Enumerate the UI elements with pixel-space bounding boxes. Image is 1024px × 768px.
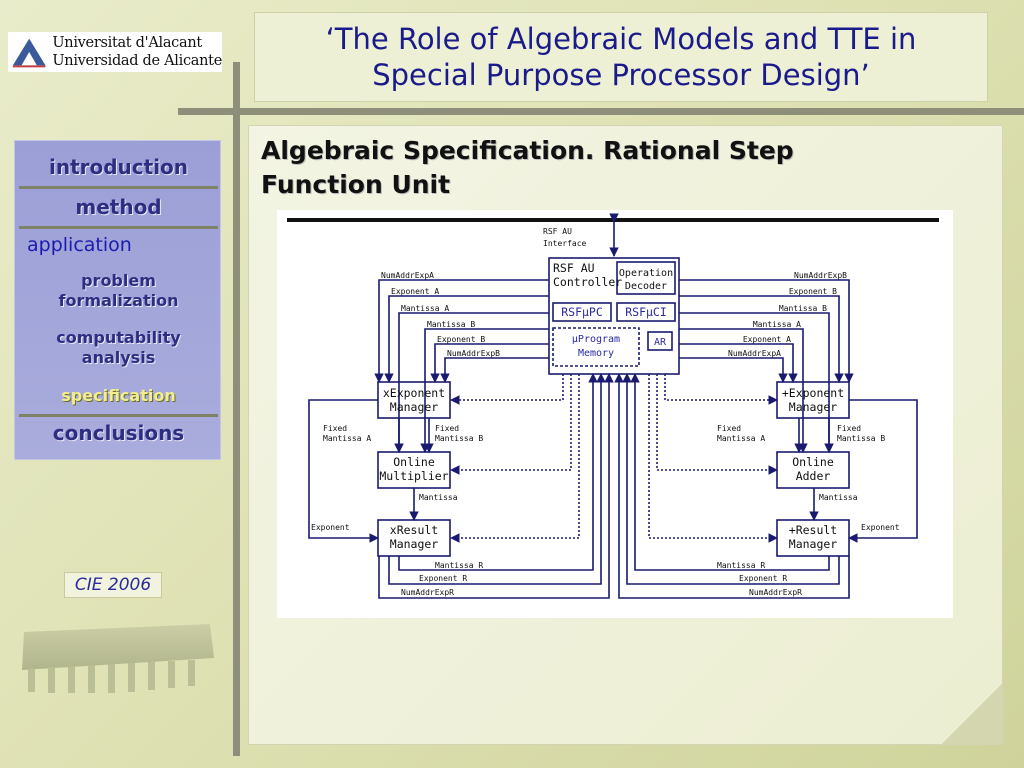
university-name-ca: Universitat d'Alacant bbox=[52, 35, 202, 51]
diagram-pres-label-2: Manager bbox=[789, 537, 838, 551]
diagram-controller-label-2: Controller bbox=[553, 275, 622, 289]
university-logo-icon bbox=[10, 34, 49, 70]
conference-badge: CIE 2006 bbox=[64, 572, 162, 598]
diagram-signal-right: Mantissa B bbox=[779, 304, 827, 313]
diagram-signal-left: Mantissa B bbox=[435, 434, 483, 443]
diagram-signal-left: Exponent A bbox=[391, 287, 439, 296]
diagram-signal-left: NumAddrExpR bbox=[401, 588, 454, 597]
diagram-uprog-label-1: μProgram bbox=[572, 334, 620, 345]
diagram-pexp-label-1: +Exponent bbox=[782, 386, 844, 400]
diagram-signal-right: NumAddrExpA bbox=[728, 349, 781, 358]
section-nav: introduction method application problem … bbox=[14, 140, 221, 460]
diagram-pexp-label-2: Manager bbox=[789, 400, 838, 414]
diagram-adder-label-2: Adder bbox=[796, 469, 831, 483]
diagram-xexp-label-2: Manager bbox=[390, 400, 439, 414]
diagram-uci-label: RSFμCI bbox=[625, 305, 667, 319]
diagram-mult-label-2: Multiplier bbox=[379, 469, 448, 483]
nav-problem-formalization-line-1: problem bbox=[81, 271, 156, 290]
nav-computability-analysis[interactable]: computability analysis bbox=[15, 328, 222, 368]
nav-divider bbox=[19, 186, 218, 189]
diagram-signal-right: Exponent R bbox=[739, 574, 787, 583]
diagram-signal-right: Mantissa A bbox=[753, 320, 801, 329]
university-name-es: Universidad de Alicante bbox=[52, 53, 222, 69]
university-name: Universitat d'Alacant Universidad de Ali… bbox=[52, 34, 222, 70]
diagram-signal-right: Exponent bbox=[861, 523, 900, 532]
diagram-controller-label-1: RSF AU bbox=[553, 261, 595, 275]
page-curl bbox=[942, 684, 1002, 744]
diagram-signal-right: Mantissa A bbox=[717, 434, 765, 443]
diagram-signal-right: NumAddrExpB bbox=[794, 271, 847, 280]
diagram-xres-label-2: Manager bbox=[390, 537, 439, 551]
nav-introduction[interactable]: introduction bbox=[48, 155, 189, 179]
diagram-signal-left: Mantissa A bbox=[323, 434, 371, 443]
nav-method[interactable]: method bbox=[75, 195, 162, 219]
content-heading-line-1: Algebraic Specification. Rational Step bbox=[261, 136, 794, 165]
nav-conclusions[interactable]: conclusions bbox=[52, 421, 185, 445]
diagram-decoder-label-2: Decoder bbox=[625, 281, 667, 292]
horizontal-divider bbox=[178, 108, 1024, 115]
nav-application[interactable]: application bbox=[27, 234, 132, 256]
diagram-signal-left: NumAddrExpB bbox=[447, 349, 500, 358]
diagram-signal-left: Exponent B bbox=[437, 335, 485, 344]
diagram-signal-right: Exponent B bbox=[789, 287, 837, 296]
diagram-signal-right: NumAddrExpR bbox=[749, 588, 802, 597]
university-logo: Universitat d'Alacant Universidad de Ali… bbox=[8, 32, 222, 72]
diagram-signal-right: Mantissa R bbox=[717, 561, 765, 570]
diagram-signal-left: Exponent bbox=[311, 523, 350, 532]
nav-computability-analysis-line-1: computability bbox=[56, 328, 181, 347]
nav-problem-formalization-line-2: formalization bbox=[58, 291, 179, 310]
diagram-signal-left: NumAddrExpA bbox=[381, 271, 434, 280]
slide-title: ‘The Role of Algebraic Models and TTE in… bbox=[326, 21, 917, 93]
vertical-divider bbox=[233, 62, 240, 756]
content-heading-line-2: Function Unit bbox=[261, 170, 451, 199]
diagram-signal-left: Mantissa B bbox=[427, 320, 475, 329]
diagram-signal-left: Mantissa A bbox=[401, 304, 449, 313]
rsf-unit-diagram-svg: RSF AU Controller Operation Decoder RSFμ… bbox=[287, 213, 939, 599]
diagram-signal-right: Mantissa B bbox=[837, 434, 885, 443]
diagram-signal-left: Mantissa bbox=[419, 493, 458, 502]
diagram-xres-label-1: xResult bbox=[390, 523, 438, 537]
slide-title-box: ‘The Role of Algebraic Models and TTE in… bbox=[254, 12, 988, 102]
diagram-signal-left: Mantissa R bbox=[435, 561, 483, 570]
nav-problem-formalization[interactable]: problem formalization bbox=[15, 271, 222, 311]
nav-specification[interactable]: specification bbox=[61, 386, 176, 405]
diagram-signal-right: Exponent A bbox=[743, 335, 791, 344]
diagram-signal-right: Fixed bbox=[837, 424, 861, 433]
diagram-ar-label: AR bbox=[654, 337, 667, 348]
diagram-decoder-label-1: Operation bbox=[619, 268, 673, 279]
diagram-mult-label-1: Online bbox=[393, 455, 435, 469]
diagram-signal-right: Fixed bbox=[717, 424, 741, 433]
chip-icon bbox=[22, 624, 214, 693]
diagram-adder-label-1: Online bbox=[792, 455, 834, 469]
content-panel: Algebraic Specification. Rational Step F… bbox=[248, 125, 1003, 745]
rsf-unit-diagram: RSF AU Controller Operation Decoder RSFμ… bbox=[277, 210, 953, 618]
nav-divider bbox=[19, 226, 218, 229]
diagram-interface-label-1: RSF AU bbox=[543, 227, 572, 236]
content-heading: Algebraic Specification. Rational Step F… bbox=[261, 134, 794, 202]
diagram-signal-left: Exponent R bbox=[419, 574, 467, 583]
nav-computability-analysis-line-2: analysis bbox=[81, 348, 156, 367]
slide-title-line-1: ‘The Role of Algebraic Models and TTE in bbox=[325, 22, 917, 56]
diagram-signal-left: Fixed bbox=[323, 424, 347, 433]
diagram-signal-left: Fixed bbox=[435, 424, 459, 433]
nav-divider bbox=[19, 414, 218, 417]
diagram-uprog-label-2: Memory bbox=[578, 348, 614, 359]
diagram-upc-label: RSFμPC bbox=[561, 305, 603, 319]
diagram-pres-label-1: +Result bbox=[789, 523, 837, 537]
diagram-interface-label-2: Interface bbox=[543, 239, 587, 248]
diagram-xexp-label-1: xExponent bbox=[383, 386, 445, 400]
slide-title-line-2: Special Purpose Processor Design’ bbox=[372, 58, 870, 92]
diagram-signal-right: Mantissa bbox=[819, 493, 858, 502]
